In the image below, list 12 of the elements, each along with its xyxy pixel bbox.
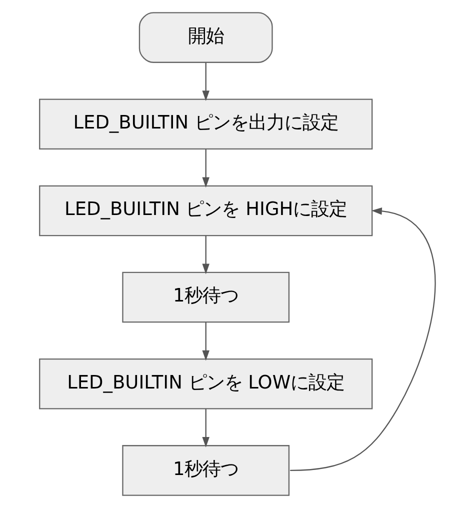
node-box: LED_BUILTIN ピンを LOWに設定 [38,358,372,410]
node-box: 開始 [138,12,272,63]
arrow [202,322,209,361]
arrow [202,408,209,448]
arrow [202,149,209,188]
node-box: LED_BUILTIN ピンを出力に設定 [38,98,372,150]
node-box: LED_BUILTIN ピンを HIGHに設定 [38,185,372,236]
node-box: 1秒待つ [122,272,290,323]
arrow [290,207,436,472]
arrow [202,236,209,274]
node-box: 1秒待つ [122,445,290,496]
arrow [202,62,209,102]
